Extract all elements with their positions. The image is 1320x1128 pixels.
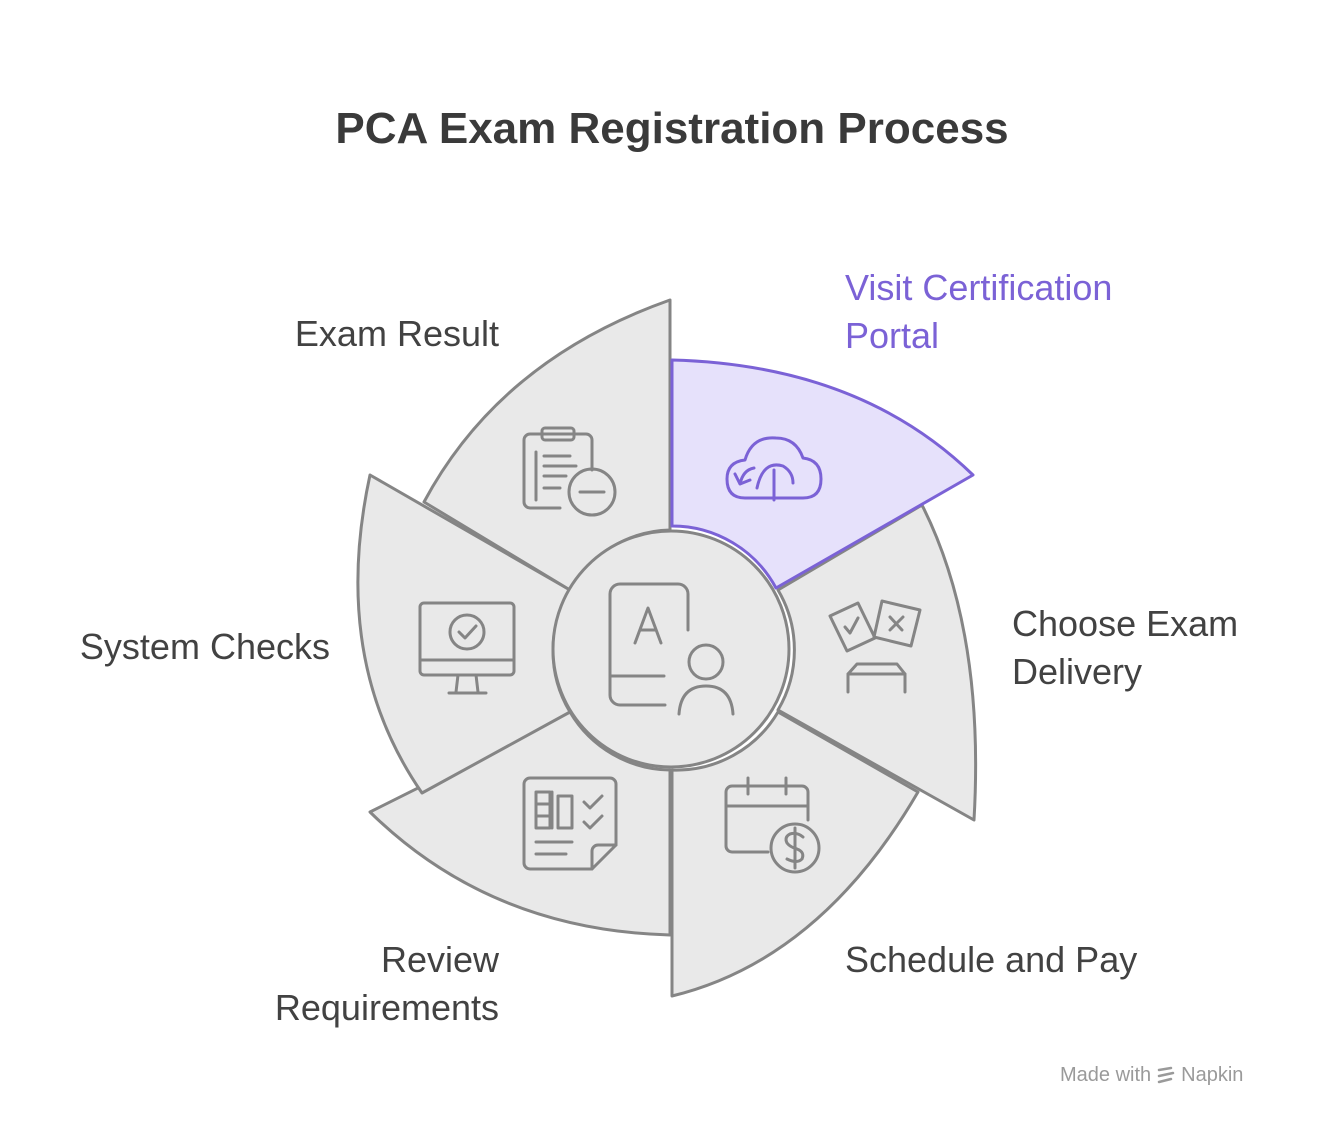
monitor-check-icon [418,601,516,695]
diagram-title: PCA Exam Registration Process [335,104,1009,153]
made-with-text: Made with [1060,1064,1152,1086]
napkin-logo-icon [1157,1066,1175,1083]
label-system: System Checks [79,626,330,667]
label-review: Review Requirements [274,939,499,1028]
exam-papers-desk-icon [828,599,922,694]
label-visit: Visit Certification Portal [845,267,1113,356]
document-checklist-icon [522,776,618,871]
made-with-napkin-badge[interactable]: Made with Napkin [1060,1064,1243,1087]
label-result: Exam Result [294,313,499,354]
user-profile-letter-a-icon [608,582,735,716]
center-hub [551,529,791,769]
cloud-sync-icon [725,436,823,502]
label-schedule: Schedule and Pay [845,939,1138,980]
clipboard-minus-icon [522,426,617,517]
napkin-brand-text: Napkin [1181,1064,1244,1086]
label-delivery: Choose Exam Delivery [1012,603,1239,692]
segment-review[interactable] [368,710,672,937]
calendar-dollar-icon [724,776,821,874]
segment-visit[interactable] [670,358,975,590]
